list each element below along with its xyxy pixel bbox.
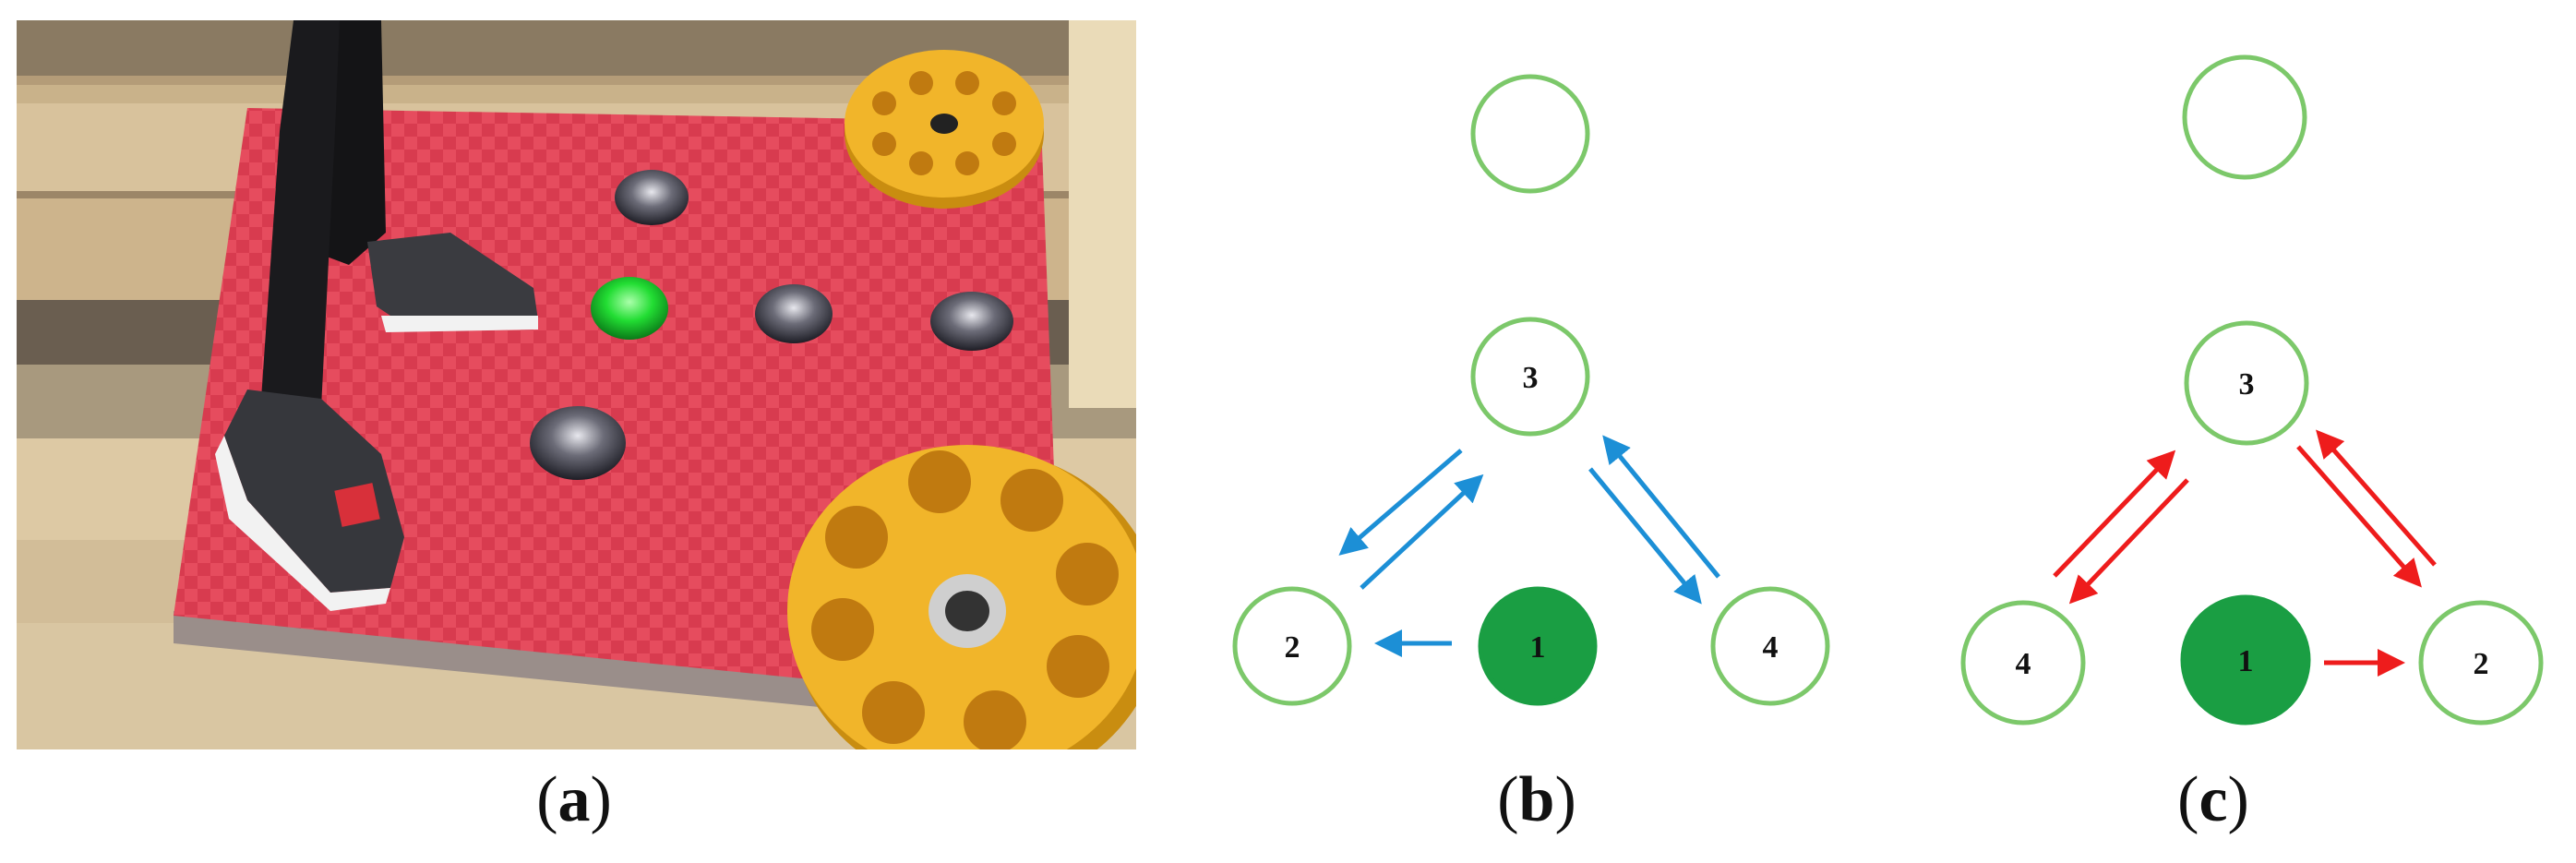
node-4: 4 [1960, 600, 2086, 725]
caption-b-letter: b [1518, 764, 1555, 835]
arrow-4-to-3 [2053, 449, 2176, 578]
arrow-2-to-3 [1360, 473, 1484, 590]
mat-side [174, 611, 940, 708]
node-2-label: 2 [2474, 647, 2489, 681]
arrow-3-to-2 [2296, 445, 2422, 588]
node-4-label: 4 [2016, 647, 2031, 681]
weight-plate-small [845, 50, 1044, 209]
caption-a-letter: a [557, 764, 591, 835]
diagram-panel-c: 3 4 1 2 [1901, 0, 2576, 748]
node-2-label: 2 [1285, 630, 1300, 665]
node-2: 2 [2418, 600, 2544, 725]
light-button-right [930, 292, 1013, 351]
node-3: 3 [1470, 317, 1590, 437]
arrow-3-to-4 [1588, 467, 1702, 605]
node-4: 4 [1710, 586, 1830, 706]
caption-b: (b) [1497, 764, 1576, 835]
sequence-diagram-b: 3 2 1 4 [1232, 74, 1830, 706]
arrows-c [2053, 429, 2437, 677]
caption-c-letter: c [2199, 764, 2228, 835]
arrow-3-to-4 [2068, 478, 2189, 605]
weight-plate-large [787, 445, 1136, 749]
caption-a: (a) [536, 764, 612, 835]
node-3: 3 [2184, 320, 2309, 446]
node-2: 2 [1232, 586, 1352, 706]
node-3-label: 3 [2239, 367, 2255, 402]
training-mat-photo [17, 20, 1136, 749]
arrow-2-to-3 [2316, 429, 2437, 567]
node-1-active: 1 [2180, 594, 2311, 725]
light-button-center [755, 284, 833, 343]
node-top-empty [2182, 54, 2307, 180]
node-4-label: 4 [1763, 630, 1779, 665]
light-button-top [615, 170, 689, 225]
light-buttons [530, 170, 1013, 480]
arrows-b [1338, 435, 1720, 657]
node-top-empty [1470, 74, 1590, 194]
arrow-4-to-3 [1602, 435, 1720, 579]
node-3-label: 3 [1523, 361, 1539, 395]
light-button-active-green [591, 277, 668, 340]
node-1-active: 1 [1478, 586, 1598, 706]
arrow-3-to-2 [1338, 449, 1463, 556]
sequence-diagram-c: 3 4 1 2 [1960, 54, 2544, 725]
node-1-label: 1 [2238, 644, 2254, 678]
caption-c: (c) [2177, 764, 2249, 835]
diagram-panel-b: 3 2 1 4 [1200, 0, 1883, 748]
light-button-bottom [530, 406, 626, 480]
photo-panel-a [17, 20, 1136, 749]
node-1-label: 1 [1530, 630, 1546, 665]
athlete-legs [215, 20, 538, 611]
